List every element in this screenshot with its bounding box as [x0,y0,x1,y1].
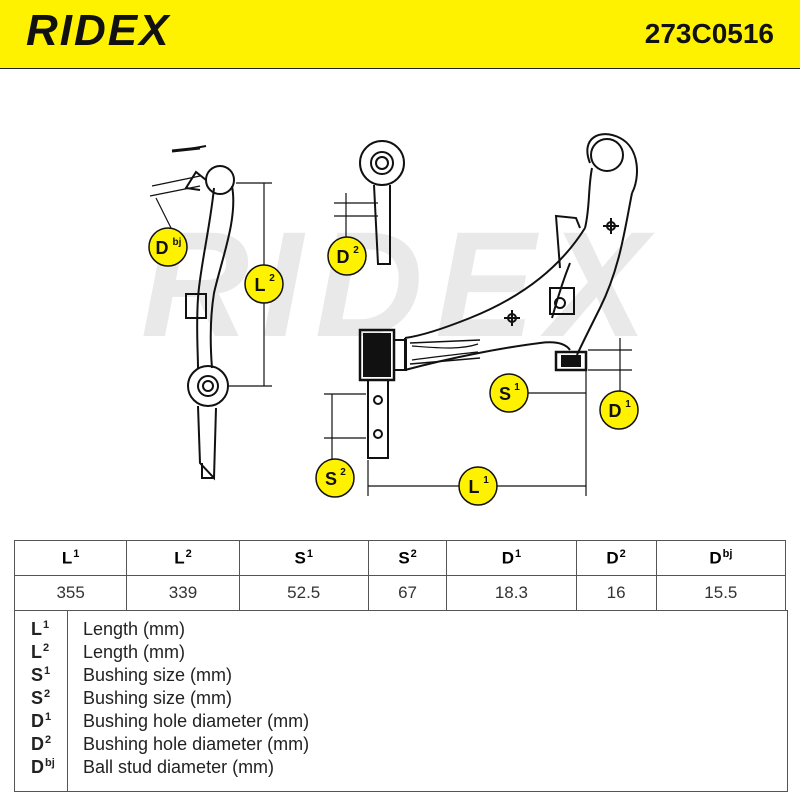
svg-text:2: 2 [353,245,359,256]
svg-text:S: S [499,384,511,404]
legend-box: L1 Length (mm) L2 Length (mm) S1 Bushing… [14,610,788,792]
bushing-d2-view [359,140,405,265]
value-dbj: 15.5 [655,575,787,611]
header-dbj: Dbj [655,540,787,576]
technical-drawing: RIDEX [141,133,659,506]
callout-d1: D 1 [599,390,639,430]
legend-desc: Ball stud diameter (mm) [83,757,275,777]
legend-key: D1 [31,711,52,731]
svg-text:L: L [469,477,480,497]
svg-text:2: 2 [269,273,275,284]
legend-key: L1 [31,619,50,639]
top-view-arm [358,133,638,459]
header-s1: S1 [238,540,369,576]
side-view-arm [171,145,235,481]
svg-text:1: 1 [625,399,631,410]
legend-divider [67,611,68,791]
svg-text:1: 1 [514,382,520,393]
svg-text:bj: bj [173,237,182,248]
callout-l1: L 1 [458,466,498,506]
part-number: 273C0516 [644,18,774,49]
legend-desc: Length (mm) [83,642,186,662]
header-d2: D2 [575,540,657,576]
header-l2: L2 [126,540,240,576]
legend-key: L2 [31,642,50,662]
legend-desc: Bushing size (mm) [83,665,233,685]
svg-text:D: D [337,247,350,267]
header-d1: D1 [446,540,577,576]
callout-l2: L 2 [244,264,284,304]
value-s2: 67 [367,575,448,611]
legend-key: S1 [31,665,51,685]
value-s1: 52.5 [238,575,369,611]
legend-key: Dbj [31,757,55,777]
spec-table-header-row: L1 L2 S1 S2 D1 D2 Dbj [13,540,787,576]
callout-s1: S 1 [489,373,529,413]
value-l1: 355 [13,575,128,611]
header-l1: L1 [13,540,128,576]
spec-table: L1 L2 S1 S2 D1 D2 Dbj 355 339 52.5 67 18… [13,540,787,611]
legend-desc: Bushing size (mm) [83,688,233,708]
legend-desc: Bushing hole diameter (mm) [83,711,310,731]
d2-dimension-line [334,193,378,243]
callout-s2: S 2 [315,458,355,498]
svg-text:2: 2 [340,467,346,478]
legend-key: D2 [31,734,52,754]
svg-text:1: 1 [483,475,489,486]
legend-desc: Length (mm) [83,619,186,639]
legend-key: S2 [31,688,51,708]
spec-table-value-row: 355 339 52.5 67 18.3 16 15.5 [13,575,787,611]
svg-text:L: L [255,275,266,295]
svg-text:S: S [325,469,337,489]
value-l2: 339 [126,575,240,611]
callout-dbj: D bj [148,227,188,267]
svg-text:D: D [156,238,169,258]
watermark: RIDEX [141,200,659,368]
svg-text:D: D [609,401,622,421]
legend-desc: Bushing hole diameter (mm) [83,734,310,754]
value-d2: 16 [575,575,657,611]
header-bar: RIDEX 273C0516 [0,0,800,69]
brand-logo: RIDEX [26,6,171,55]
header-s2: S2 [367,540,448,576]
callout-d2: D 2 [327,236,367,276]
value-d1: 18.3 [446,575,577,611]
